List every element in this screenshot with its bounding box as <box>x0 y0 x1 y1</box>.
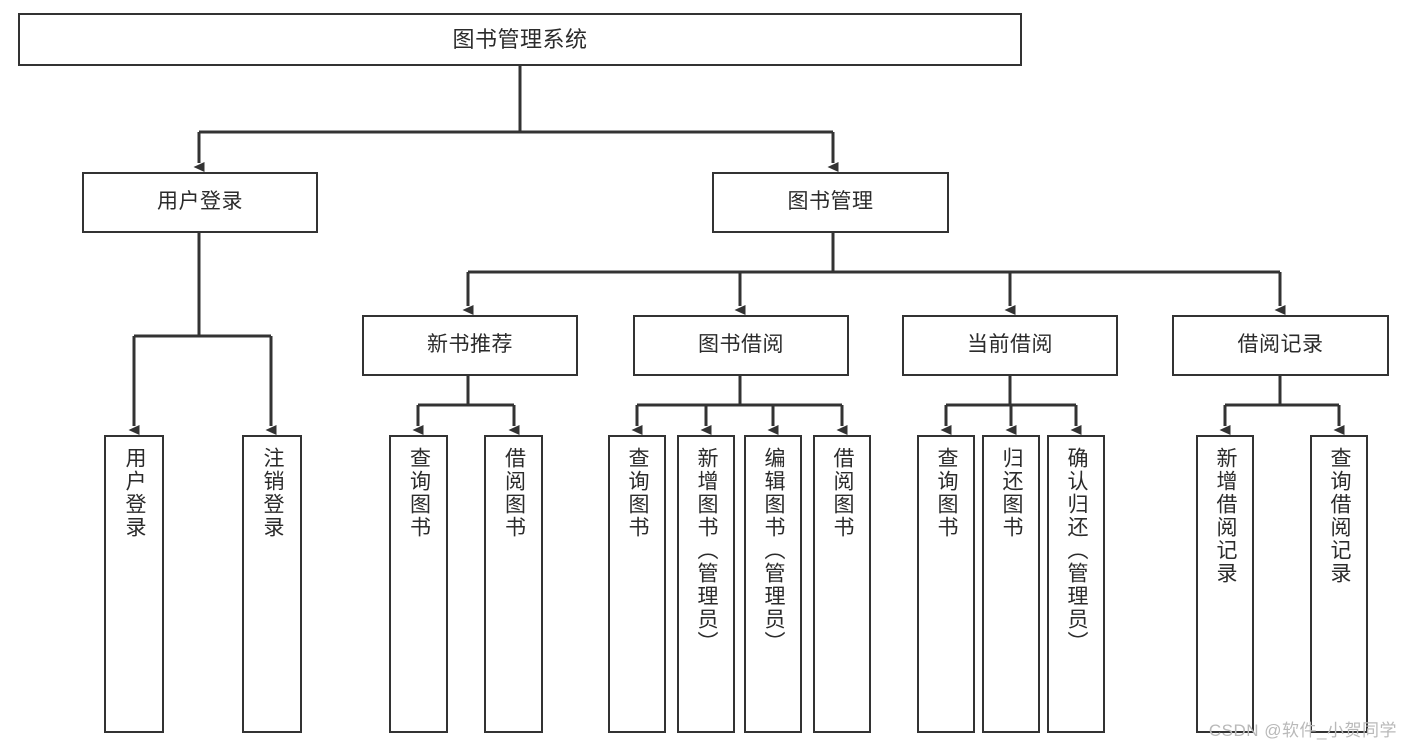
node-borrow-record-label: 借阅记录 <box>1237 333 1324 357</box>
node-leaf-return-book-label: 归还图书 <box>1000 447 1024 539</box>
node-user-login[interactable]: 用户登录 <box>82 172 318 233</box>
node-leaf-add-record[interactable]: 新增借阅记录 <box>1196 435 1254 733</box>
node-leaf-add-book-label: 新增图书（管理员） <box>695 447 719 654</box>
node-leaf-add-record-label: 新增借阅记录 <box>1214 447 1238 585</box>
node-leaf-user-login-label: 用户登录 <box>123 447 147 539</box>
node-book-borrow-label: 图书借阅 <box>698 333 784 357</box>
node-leaf-confirm-return-label: 确认归还（管理员） <box>1065 447 1089 654</box>
node-leaf-query-record-label: 查询借阅记录 <box>1328 447 1352 585</box>
watermark-text: CSDN @软件_小贺同学 <box>1208 721 1397 740</box>
node-leaf-borrow-book-1[interactable]: 借阅图书 <box>484 435 543 733</box>
node-leaf-query-book-2[interactable]: 查询图书 <box>608 435 666 733</box>
node-book-borrow[interactable]: 图书借阅 <box>633 315 849 376</box>
node-new-book-rec[interactable]: 新书推荐 <box>362 315 578 376</box>
node-book-manage-label: 图书管理 <box>787 190 874 214</box>
node-leaf-query-book-3-label: 查询图书 <box>935 447 959 539</box>
node-leaf-query-record[interactable]: 查询借阅记录 <box>1310 435 1368 733</box>
node-current-borrow-label: 当前借阅 <box>967 333 1053 357</box>
node-leaf-logout-label: 注销登录 <box>261 447 285 539</box>
node-leaf-add-book[interactable]: 新增图书（管理员） <box>677 435 735 733</box>
node-root[interactable]: 图书管理系统 <box>18 13 1022 66</box>
node-leaf-confirm-return[interactable]: 确认归还（管理员） <box>1047 435 1105 733</box>
node-leaf-borrow-book-2-label: 借阅图书 <box>831 447 855 539</box>
node-leaf-edit-book[interactable]: 编辑图书（管理员） <box>744 435 802 733</box>
node-leaf-query-book-3[interactable]: 查询图书 <box>917 435 975 733</box>
node-leaf-query-book-1-label: 查询图书 <box>407 447 431 539</box>
node-leaf-borrow-book-1-label: 借阅图书 <box>502 447 526 539</box>
node-borrow-record[interactable]: 借阅记录 <box>1172 315 1389 376</box>
node-leaf-query-book-1[interactable]: 查询图书 <box>389 435 448 733</box>
node-new-book-rec-label: 新书推荐 <box>427 333 513 357</box>
node-leaf-query-book-2-label: 查询图书 <box>626 447 650 539</box>
node-leaf-return-book[interactable]: 归还图书 <box>982 435 1040 733</box>
node-leaf-logout[interactable]: 注销登录 <box>242 435 302 733</box>
node-leaf-borrow-book-2[interactable]: 借阅图书 <box>813 435 871 733</box>
node-user-login-label: 用户登录 <box>157 190 243 214</box>
node-leaf-user-login[interactable]: 用户登录 <box>104 435 164 733</box>
node-root-label: 图书管理系统 <box>452 26 588 52</box>
node-leaf-edit-book-label: 编辑图书（管理员） <box>762 447 786 654</box>
node-current-borrow[interactable]: 当前借阅 <box>902 315 1118 376</box>
node-book-manage[interactable]: 图书管理 <box>712 172 949 233</box>
